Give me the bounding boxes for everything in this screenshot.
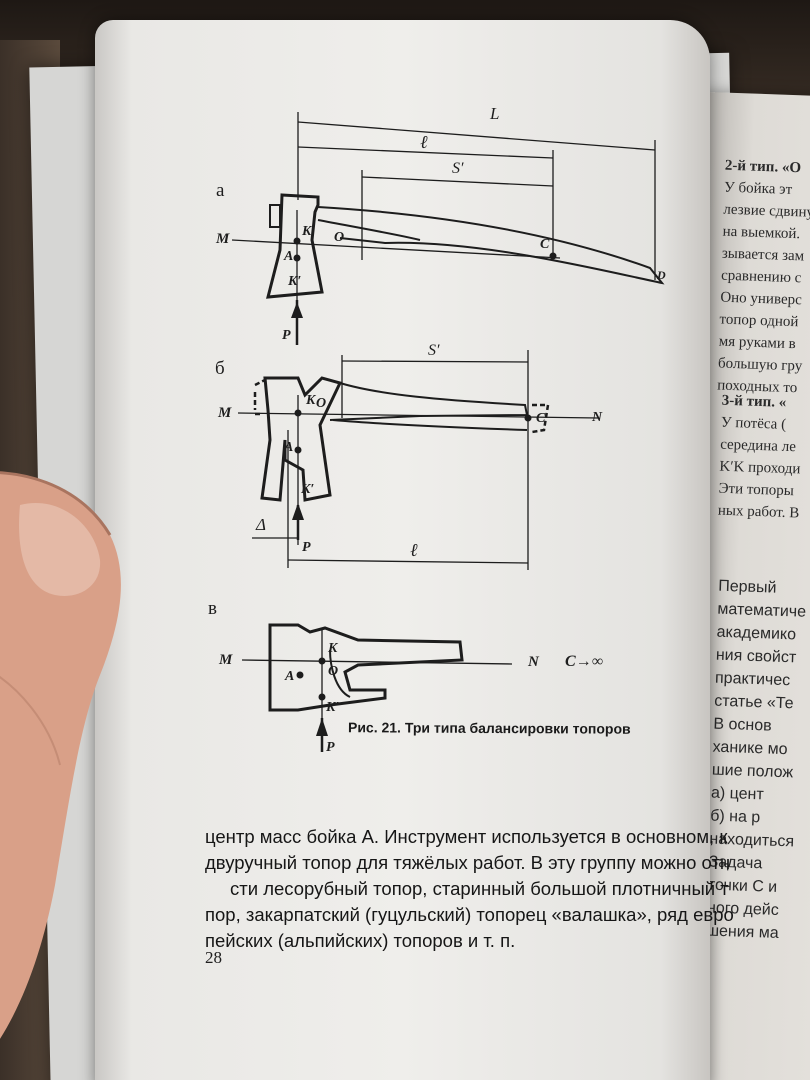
label-C: C bbox=[540, 237, 550, 252]
label-C-infinity: C→∞ bbox=[565, 653, 604, 670]
label-M: M bbox=[216, 231, 230, 247]
label-l: ℓ bbox=[420, 132, 428, 152]
figure-a-dimension-lines bbox=[297, 112, 656, 280]
label-D: D bbox=[657, 268, 666, 282]
figure-letter-c: в bbox=[208, 598, 217, 619]
body-text-line: центр масс бойка A. Инструмент используе… bbox=[205, 826, 728, 847]
figure-letter-a: а bbox=[216, 180, 225, 201]
figure-b-dimension-lines bbox=[252, 350, 529, 570]
hand-photo bbox=[0, 471, 121, 1039]
body-text-line: пор, закарпатский (гуцульский) топорец «… bbox=[205, 904, 734, 925]
label-N: N bbox=[592, 410, 603, 425]
figure-b-axe bbox=[237, 376, 599, 540]
figure-a-axe bbox=[231, 193, 665, 345]
figure-caption: Рис. 21. Три типа балансировки топоров bbox=[347, 719, 631, 737]
label-K: K bbox=[306, 393, 316, 408]
label-O: O bbox=[334, 230, 345, 245]
label-l: ℓ bbox=[410, 540, 418, 560]
body-text-line: сти лесорубный топор, старинный большой … bbox=[230, 878, 729, 899]
label-A: A bbox=[284, 249, 294, 264]
label-S-prime: S′ bbox=[452, 160, 464, 177]
label-delta: Δ bbox=[256, 515, 266, 534]
label-P: P bbox=[282, 328, 291, 343]
label-M: M bbox=[218, 405, 232, 421]
label-O: O bbox=[328, 664, 339, 679]
body-text-line: двуручный топор для тяжёлых работ. В эту… bbox=[205, 852, 731, 873]
label-K: K bbox=[328, 641, 338, 656]
label-P: P bbox=[326, 740, 335, 755]
label-S-prime: S′ bbox=[428, 342, 440, 359]
label-A: A bbox=[284, 440, 294, 455]
label-K-prime: K′ bbox=[301, 482, 315, 497]
label-P: P bbox=[302, 540, 311, 555]
label-C: C bbox=[536, 411, 546, 426]
label-L: L bbox=[490, 104, 500, 123]
body-text-line: пейских (альпийских) топоров и т. п. bbox=[205, 930, 516, 951]
label-A: A bbox=[285, 669, 295, 684]
label-K-prime: K′ bbox=[288, 274, 302, 289]
figure-c-axe bbox=[241, 623, 513, 752]
label-O: O bbox=[316, 396, 327, 411]
label-M: M bbox=[219, 652, 233, 668]
label-N: N bbox=[528, 654, 539, 670]
book-page bbox=[95, 20, 710, 1080]
label-K: K bbox=[302, 224, 312, 239]
page-number: 28 bbox=[205, 948, 222, 967]
label-K-prime: K′ bbox=[326, 700, 340, 715]
figure-letter-b: б bbox=[215, 358, 225, 379]
